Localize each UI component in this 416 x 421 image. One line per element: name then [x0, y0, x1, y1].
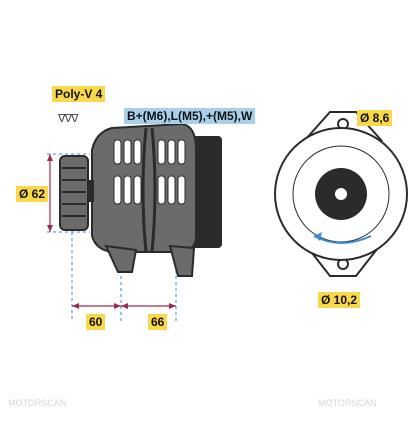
watermark-left: MOTORSCAN — [8, 398, 67, 408]
length-dimension-line — [72, 303, 176, 309]
large-hole-diameter-label: Ø 10,2 — [318, 292, 361, 308]
small-hole-diameter-label: Ø 8,6 — [357, 110, 393, 126]
watermark-right: MOTORSCAN — [318, 398, 377, 408]
dimension-b-label: 66 — [148, 314, 168, 330]
terminal-connections-label: B+(M6),L(M5),+(M5),W — [124, 108, 256, 124]
pulley-diameter-label: Ø 62 — [16, 186, 49, 202]
pulley-dimension-line — [47, 154, 53, 232]
belt-profile-label: Poly-V 4 — [52, 86, 106, 102]
alternator-side-view — [59, 122, 222, 277]
alternator-front-view — [274, 111, 408, 277]
belt-profile-icon: ᐁᐁᐁ — [58, 112, 79, 125]
dimension-a-label: 60 — [86, 314, 106, 330]
